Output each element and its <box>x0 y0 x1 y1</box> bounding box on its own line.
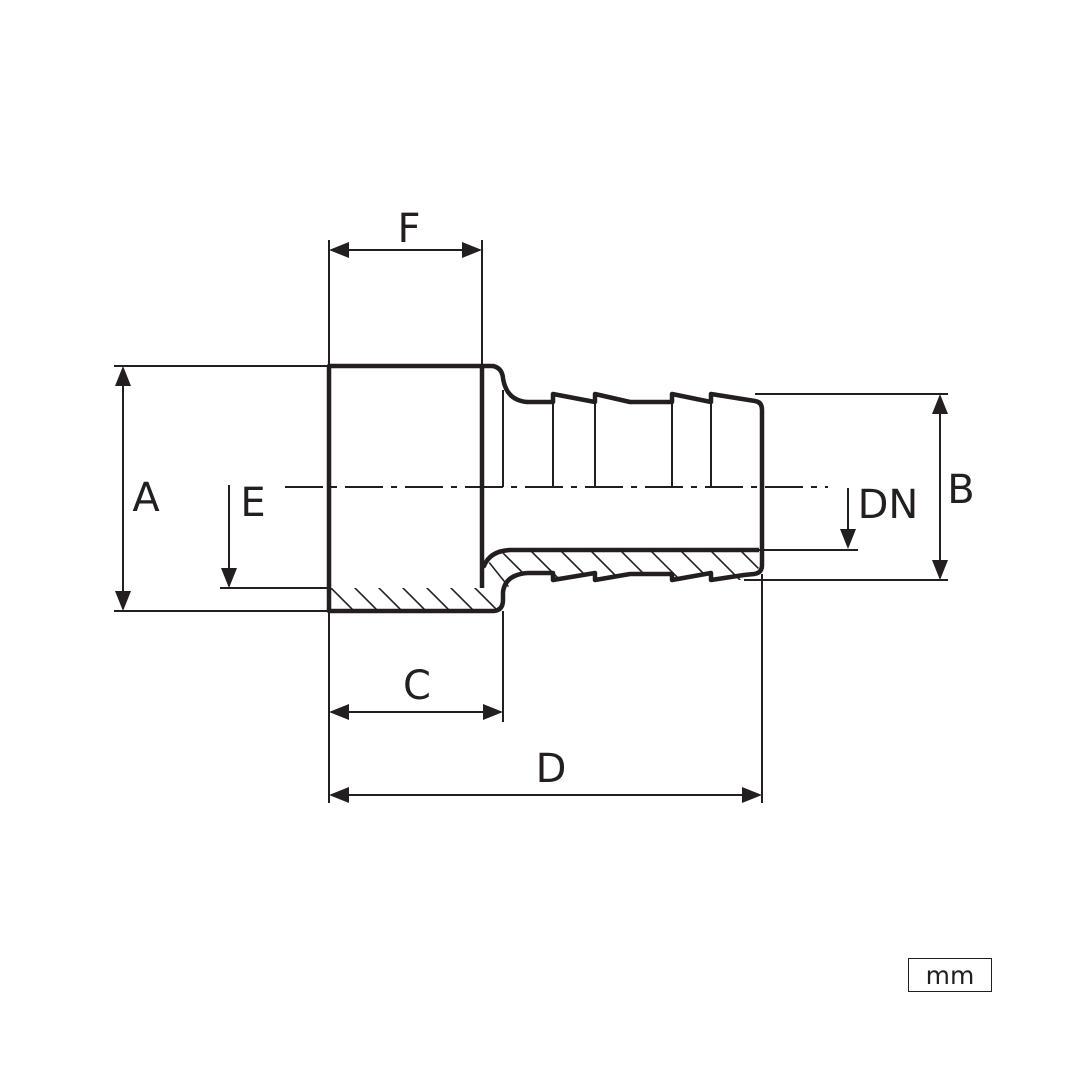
dimension-f: F <box>329 206 482 258</box>
dimension-c: C <box>329 663 503 720</box>
label-b: B <box>947 467 974 513</box>
dimension-e: E <box>221 480 266 588</box>
dimension-b: B <box>932 394 975 580</box>
unit-badge: mm <box>908 958 992 992</box>
label-dn: DN <box>858 482 919 528</box>
dimension-a: A <box>115 366 160 611</box>
fitting-outline <box>326 363 765 614</box>
dimension-dn: DN <box>840 482 918 549</box>
label-a: A <box>132 475 160 521</box>
label-c: C <box>403 663 431 709</box>
unit-label: mm <box>925 960 975 990</box>
dimension-d: D <box>329 746 762 803</box>
label-f: F <box>397 206 420 252</box>
label-e: E <box>240 480 265 526</box>
label-d: D <box>536 746 567 792</box>
extension-lines <box>114 240 948 803</box>
barb-edges <box>502 390 712 487</box>
section-hatch-left <box>331 588 496 611</box>
section-hatch-right <box>484 550 759 595</box>
